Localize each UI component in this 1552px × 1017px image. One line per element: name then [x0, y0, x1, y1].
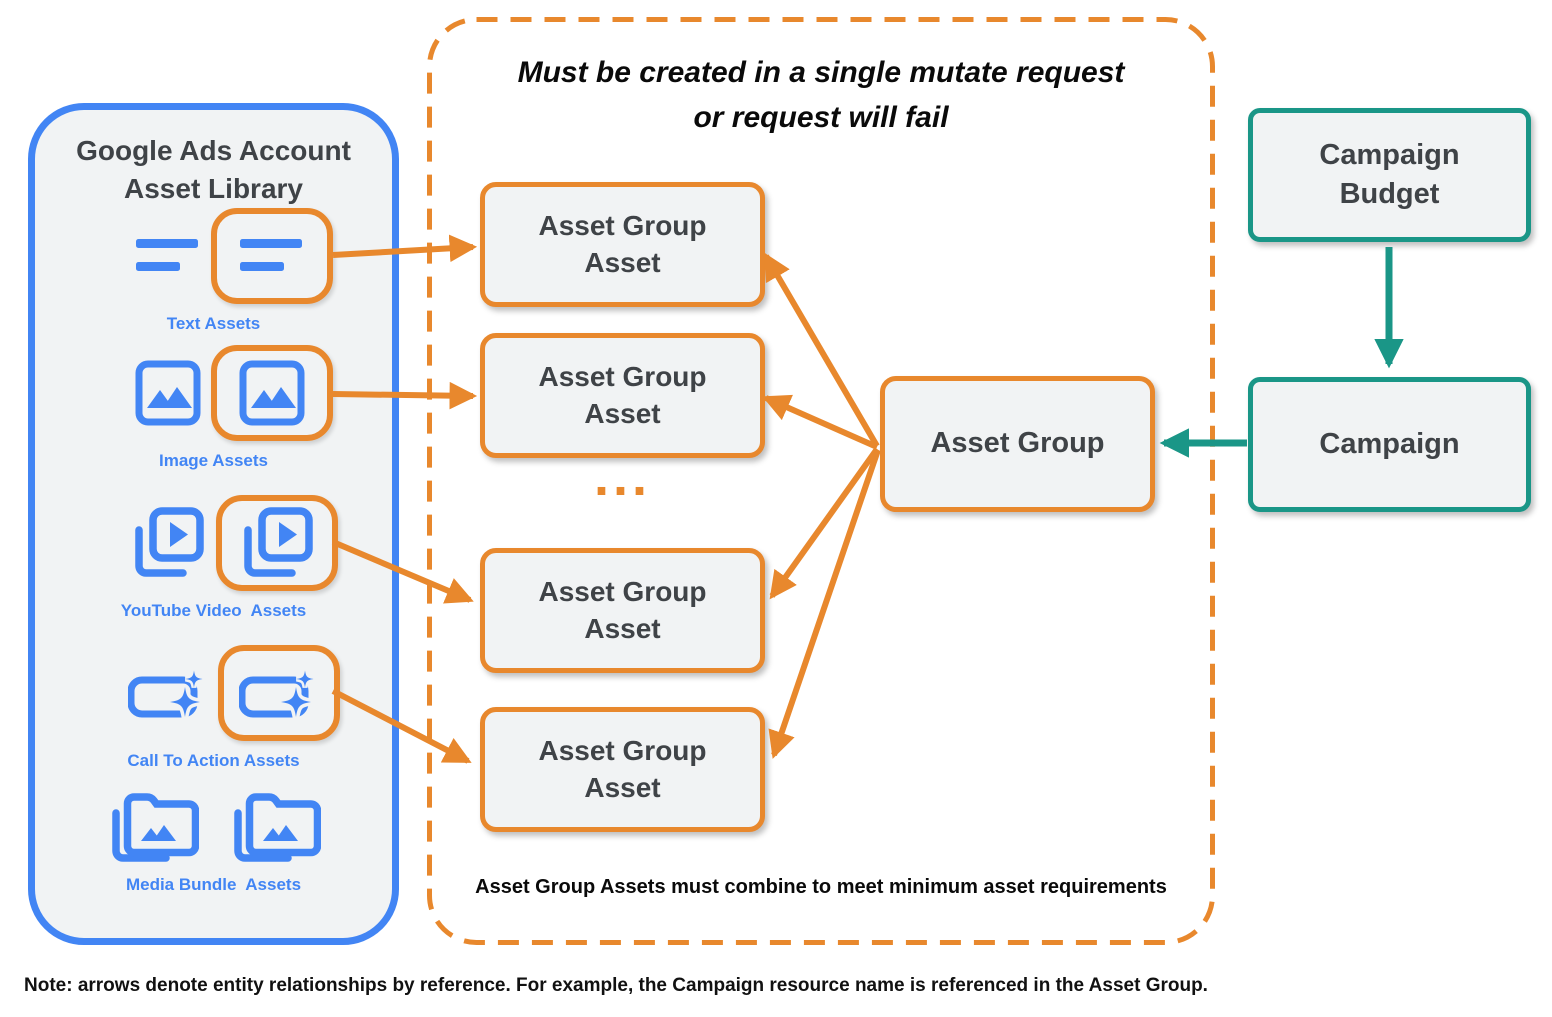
text-lines-icon: [135, 236, 201, 276]
asset-group-asset-box-2: Asset Group Asset: [480, 333, 765, 458]
asset-group-box: Asset Group: [880, 376, 1155, 512]
image-icon: [239, 360, 305, 426]
selected-asset-outline: [210, 345, 333, 441]
minimum-asset-requirements-note: Asset Group Assets must combine to meet …: [475, 876, 1167, 898]
asset-library-panel: Google Ads Account Asset Library Text As…: [28, 103, 399, 945]
asset-group-asset-box-1: Asset Group Asset: [480, 182, 765, 307]
library-row-cta-assets: Call To Action Assets: [35, 645, 392, 771]
library-row-text-assets: Text Assets: [35, 208, 392, 334]
selected-asset-outline: [215, 495, 338, 591]
mutate-request-title: Must be created in a single mutate reque…: [517, 56, 1125, 134]
campaign-budget-box: Campaign Budget: [1248, 108, 1531, 242]
cta-sparkle-icon: [238, 666, 319, 720]
media-bundle-assets-label: Media Bundle Assets: [125, 875, 302, 894]
asset-group-asset-box-4: Asset Group Asset: [480, 707, 765, 832]
asset-library-title: Google Ads Account Asset Library: [76, 135, 351, 204]
selected-asset-outline: [210, 208, 333, 304]
media-folder-icon: [229, 785, 321, 865]
image-assets-label: Image Assets: [159, 451, 268, 470]
cta-assets-label: Call To Action Assets: [127, 751, 300, 770]
video-play-icon: [239, 505, 315, 581]
asset-group-asset-box-3: Asset Group Asset: [480, 548, 765, 673]
image-icon: [135, 360, 201, 426]
text-lines-icon: [239, 236, 305, 276]
media-folder-icon: [107, 785, 199, 865]
text-assets-label: Text Assets: [166, 314, 261, 333]
library-row-image-assets: Image Assets: [35, 345, 392, 471]
selected-asset-outline: [217, 645, 340, 741]
more-assets-ellipsis: ...: [593, 447, 651, 507]
video-play-icon: [130, 505, 206, 581]
library-row-media-bundle-assets: Media Bundle Assets: [35, 785, 392, 895]
reference-note: Note: arrows denote entity relationships…: [24, 975, 1208, 996]
youtube-assets-label: YouTube Video Assets: [120, 601, 307, 620]
library-row-youtube-assets: YouTube Video Assets: [35, 495, 392, 621]
cta-sparkle-icon: [127, 666, 208, 720]
campaign-box: Campaign: [1248, 377, 1531, 512]
